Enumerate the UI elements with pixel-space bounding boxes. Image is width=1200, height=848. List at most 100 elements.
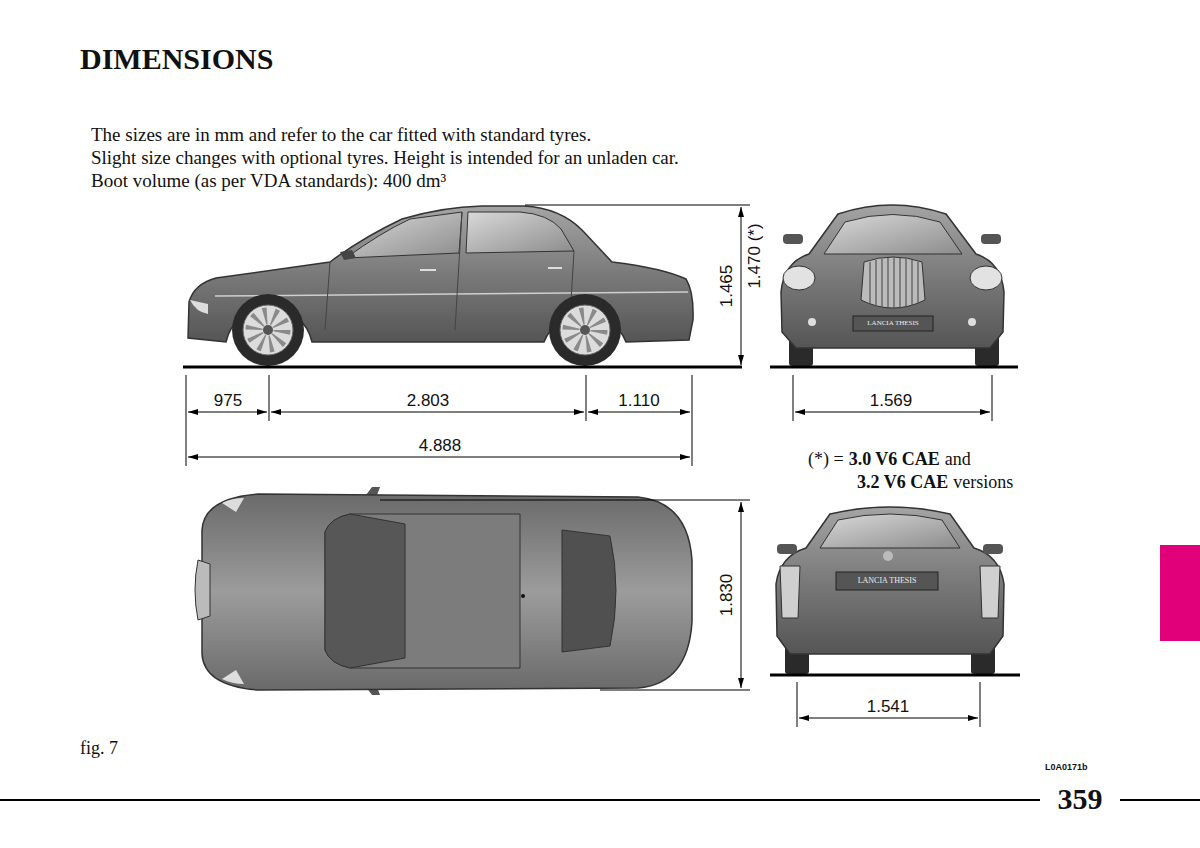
plate-text: LANCIA THESIS [858, 576, 917, 585]
dimension-line [586, 375, 587, 421]
side-view-car [466, 212, 574, 253]
front-view-car [870, 258, 918, 309]
dimension-value: 1.569 [870, 391, 913, 411]
footnote-text: versions [953, 472, 1013, 493]
side-view-car [254, 316, 282, 344]
side-view-car [263, 325, 273, 335]
side-view-car [560, 305, 610, 355]
dimension-value: 1.541 [867, 697, 910, 717]
footer-rule [0, 799, 1200, 801]
top-view-car [222, 670, 244, 684]
side-view-car [548, 267, 562, 269]
ground-line [183, 366, 742, 369]
side-view-car [580, 325, 590, 335]
footnote-text: (*) = [808, 449, 844, 470]
rear-view-car [836, 572, 938, 590]
top-view-car [202, 494, 692, 690]
rear-view-car [980, 566, 1000, 618]
dimension-line [797, 682, 798, 727]
front-view-car [968, 318, 976, 326]
side-view-car [455, 212, 462, 330]
dimension-value: 1.470 (*) [745, 223, 765, 288]
ground-line [770, 674, 1020, 677]
section-tab [1160, 545, 1200, 641]
dimension-line [795, 412, 990, 413]
plate-text: LANCIA THESIS [867, 319, 918, 327]
ground-line [183, 367, 1020, 675]
front-view-car [824, 215, 962, 255]
top-view-car [195, 560, 210, 620]
dimension-value: 2.803 [407, 391, 450, 411]
side-view-car [232, 294, 304, 366]
dimension-line [271, 412, 584, 413]
rear-view-car [883, 551, 893, 561]
footnote-text: 3.0 V6 CAE [849, 449, 940, 470]
rear-view-car [780, 566, 800, 618]
side-view-car [420, 269, 436, 271]
figure-number: fig. 7 [80, 738, 118, 759]
dimension-line [525, 205, 750, 206]
side-view-car [346, 212, 462, 258]
dimension-line [692, 375, 693, 466]
dimension-line [799, 718, 978, 719]
dimension-line [186, 205, 992, 727]
top-view-car [195, 487, 692, 695]
rear-view-car [776, 507, 1004, 654]
front-view-car [853, 316, 933, 331]
dimension-value: 1.830 [717, 574, 737, 617]
top-view-car [325, 514, 520, 668]
intro-text: Boot volume (as per VDA standards): 400 … [91, 170, 446, 192]
front-view-car [861, 257, 925, 308]
dimension-line [380, 500, 750, 501]
dimension-line [741, 207, 742, 365]
dimension-line [188, 457, 690, 458]
dimension-line [980, 682, 981, 727]
top-view-car [562, 530, 616, 652]
dimension-line [992, 375, 993, 421]
dimension-line [600, 690, 750, 691]
front-view-car [970, 266, 1002, 290]
side-view-car [188, 206, 693, 366]
dimension-value: 975 [214, 391, 242, 411]
side-view-car [243, 305, 293, 355]
front-view-car [981, 234, 1001, 244]
dimension-value: 1.465 [717, 265, 737, 308]
side-view-car [215, 292, 688, 296]
page-number: 359 [1058, 782, 1103, 817]
dimension-value: 4.888 [419, 436, 462, 456]
note-line: 3.2 V6 CAEversions [857, 472, 1018, 493]
intro-text: Slight size changes with optional tyres.… [91, 147, 679, 169]
footer-rule [1120, 799, 1200, 801]
page-title: DIMENSIONS [80, 42, 273, 77]
front-view-car [781, 205, 1004, 348]
footnote-text: and [945, 449, 971, 470]
side-view-car [325, 262, 330, 330]
rear-view-car [777, 544, 797, 554]
top-view-car [521, 594, 525, 598]
footer-rule [0, 799, 1040, 801]
ground-line [770, 366, 1018, 369]
rear-view-car [820, 514, 960, 548]
rear-view-car [983, 544, 1003, 554]
dimension-value: 1.110 [618, 391, 659, 411]
side-view-car [190, 300, 208, 314]
side-view-car [549, 294, 621, 366]
note-line: (*) =3.0 V6 CAEand [808, 449, 976, 470]
top-view-car [325, 514, 405, 668]
image-code: L0A0171b [1045, 762, 1088, 772]
side-view-car [571, 316, 599, 344]
dimension-line [188, 412, 267, 413]
front-view-car [781, 205, 1004, 366]
dimension-line [269, 375, 270, 421]
top-view-car [222, 498, 244, 512]
front-view-car [783, 234, 803, 244]
intro-text: The sizes are in mm and refer to the car… [91, 124, 591, 146]
dimension-line [793, 375, 794, 421]
side-view-car [340, 250, 356, 260]
dimension-line [588, 412, 690, 413]
front-view-car [808, 318, 816, 326]
front-view-car [783, 266, 815, 290]
dimension-line [186, 375, 187, 466]
footnote-text: 3.2 V6 CAE [857, 472, 948, 493]
